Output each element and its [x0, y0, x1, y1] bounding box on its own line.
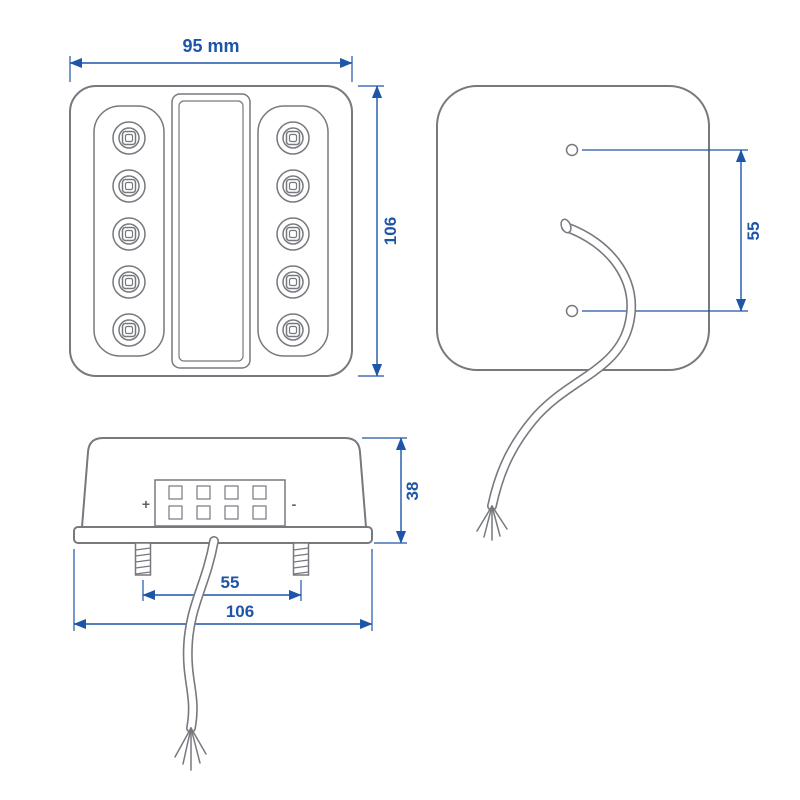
frayed-wire: [491, 505, 501, 537]
terminal-pin: [224, 505, 239, 520]
dimension-side-height: 38: [362, 437, 422, 544]
led-indicator: [112, 169, 146, 203]
stud-thread: [293, 565, 309, 569]
mounting-stud-left: [134, 542, 152, 576]
frayed-wire: [190, 727, 207, 755]
terminal-pin: [168, 505, 183, 520]
stud-thread: [293, 547, 309, 551]
terminal-block: + -: [142, 479, 297, 527]
dimension-label-side-height: 38: [403, 482, 422, 501]
led-indicator: [112, 265, 146, 299]
terminal-minus-label: -: [292, 496, 297, 512]
mounting-hole-top: [565, 143, 579, 157]
led-indicator: [276, 121, 310, 155]
side-view: 38 55 106 +: [73, 437, 422, 771]
led-indicator: [112, 121, 146, 155]
dimension-back-hole-spacing: 55: [582, 149, 763, 312]
back-view: 55: [436, 85, 763, 541]
dimension-label-side-width: 106: [226, 602, 254, 621]
led-indicator: [276, 265, 310, 299]
terminal-block-outline: [154, 479, 286, 527]
mounting-stud-right: [292, 542, 310, 576]
stud-thread: [135, 559, 151, 563]
dimension-stud-spacing: 55: [142, 573, 302, 601]
led-indicator: [112, 217, 146, 251]
frayed-wire: [190, 727, 201, 764]
led-indicator: [112, 313, 146, 347]
led-indicator: [276, 217, 310, 251]
front-view: 95 mm 106: [69, 36, 400, 377]
side-cable: [174, 536, 219, 771]
terminal-pin: [224, 485, 239, 500]
terminal-pin: [196, 505, 211, 520]
stud-thread: [135, 565, 151, 569]
dimension-front-width: 95 mm: [69, 36, 353, 82]
dimension-label-front-height: 106: [381, 217, 400, 245]
frayed-wire: [182, 727, 192, 765]
terminal-pin: [196, 485, 211, 500]
frayed-wire: [483, 505, 493, 538]
dimension-label-front-width: 95 mm: [182, 36, 239, 56]
frayed-wire: [476, 505, 493, 532]
dimension-front-height: 106: [358, 85, 400, 377]
cable-inner-line: [184, 537, 218, 732]
terminal-plus-label: +: [142, 496, 150, 512]
cable-end-cap: [560, 218, 572, 234]
mounting-hole-bottom: [565, 304, 579, 318]
frayed-wire: [491, 505, 508, 530]
side-base-plate: [73, 526, 373, 544]
terminal-pin: [168, 485, 183, 500]
stud-thread: [293, 571, 309, 575]
stud-thread: [293, 553, 309, 557]
dimension-label-stud-spacing: 55: [221, 573, 240, 592]
dimension-label-back-hole-spacing: 55: [744, 222, 763, 241]
front-center-reflector-inner: [178, 100, 244, 362]
cable-inner-line: [488, 223, 635, 510]
front-center-reflector-outer: [171, 93, 251, 369]
terminal-pin: [252, 485, 267, 500]
stud-thread: [135, 571, 151, 575]
stud-thread: [293, 559, 309, 563]
stud-thread: [135, 553, 151, 557]
stud-thread: [135, 547, 151, 551]
back-cable: [476, 218, 637, 541]
frayed-wire: [174, 727, 192, 758]
led-indicator: [276, 313, 310, 347]
dimension-side-width: 106: [73, 549, 373, 631]
led-indicator: [276, 169, 310, 203]
terminal-pin: [252, 505, 267, 520]
